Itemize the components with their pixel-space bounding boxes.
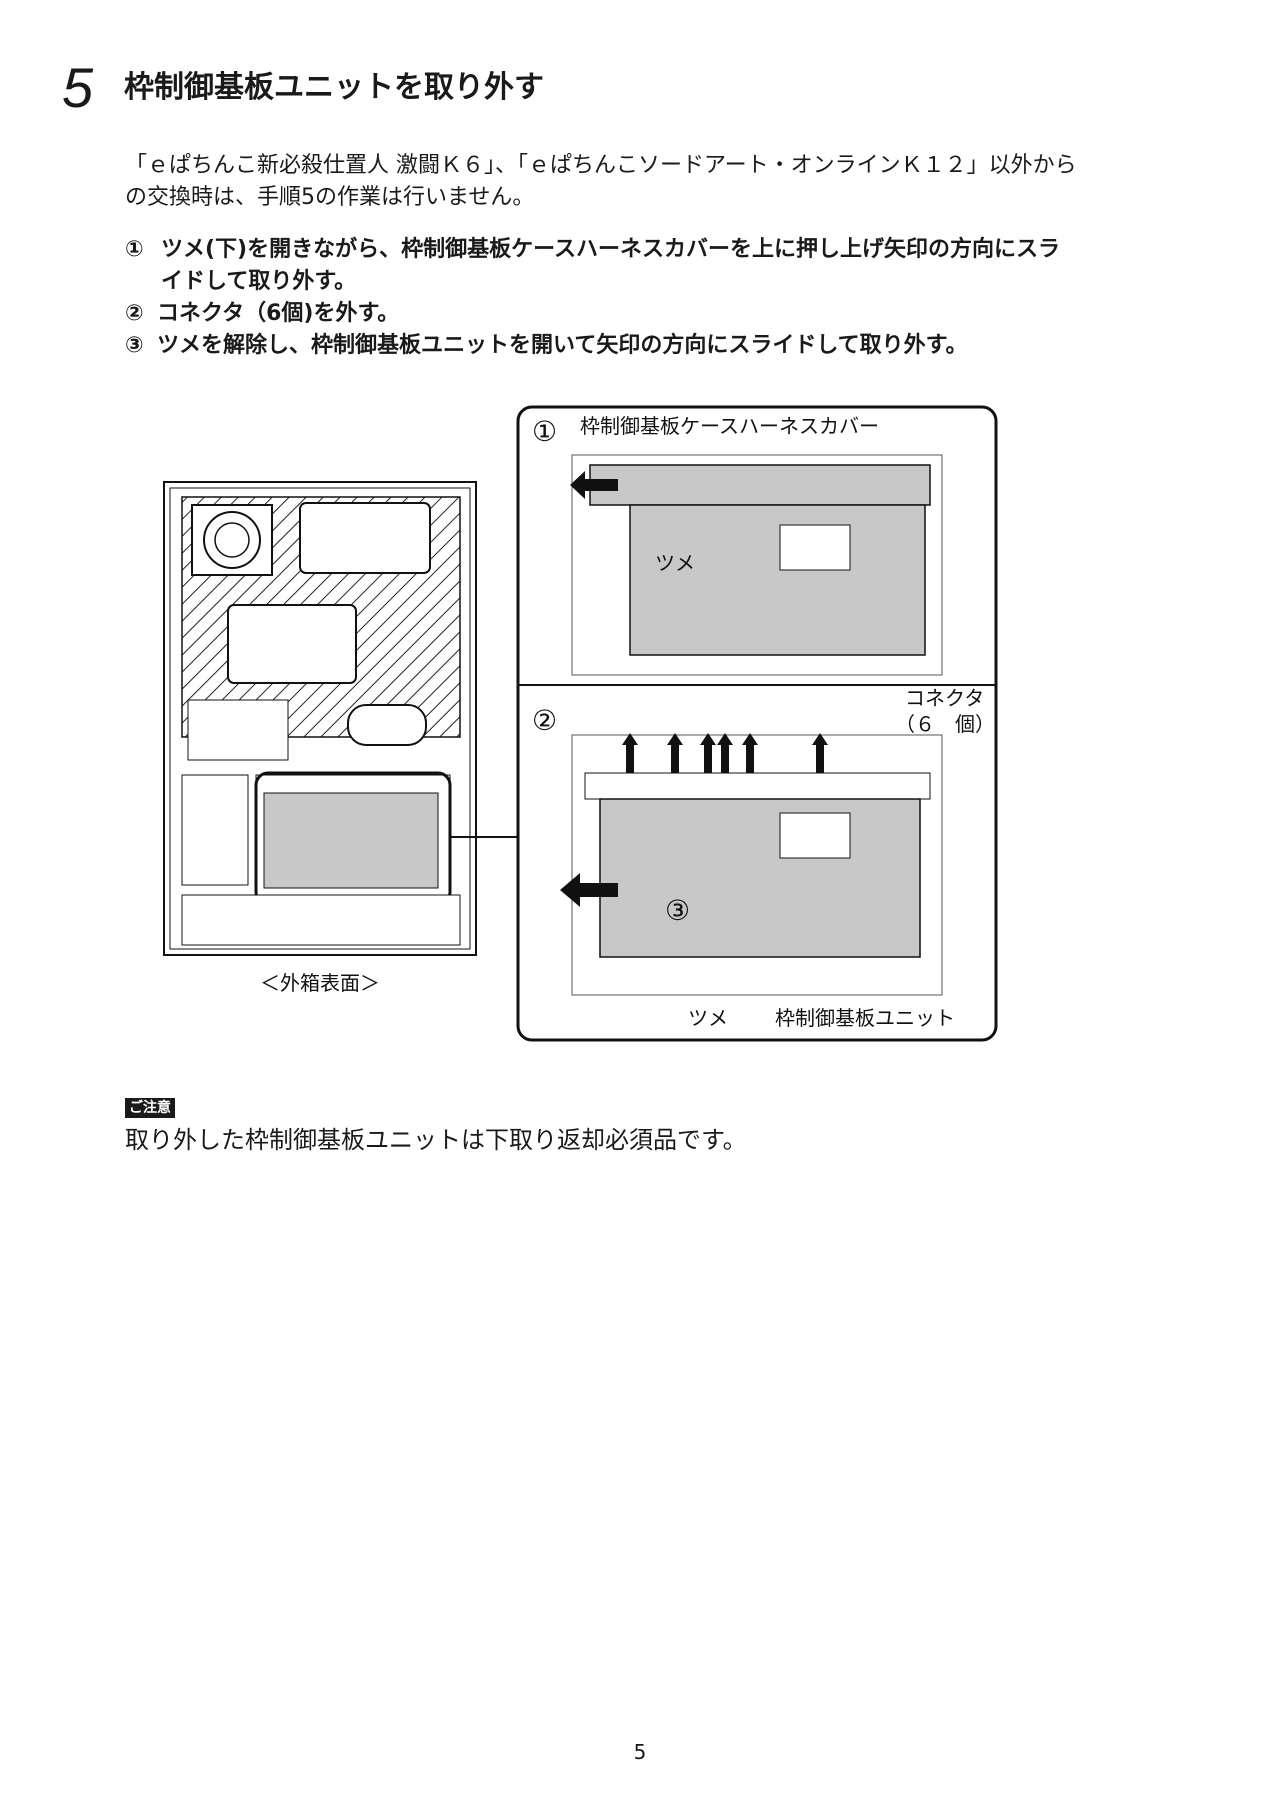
step-title: 枠制御基板ユニットを取り外す <box>124 70 544 105</box>
caution-text: 取り外した枠制御基板ユニットは下取り返却必須品です。 <box>125 1126 747 1154</box>
removal-illustration: ＜外箱表面＞ ① 枠制御基板ケースハーネスカバー ツメ ② コネクタ （６ 個）… <box>163 405 998 1042</box>
slide-arrow-left-icon <box>570 471 618 499</box>
page-number: 5 <box>633 1740 647 1764</box>
connector-arrows <box>622 733 828 773</box>
harness-cover <box>589 464 931 506</box>
step-text-3: ツメを解除し、枠制御基板ユニットを開いて矢印の方向にスライドして取り外す。 <box>157 333 968 358</box>
exchange-note: 「ｅぱちんこ新必殺仕置人 激闘Ｋ６」、「ｅぱちんこソードアート・オンラインＫ１２… <box>125 150 1225 214</box>
note-line-1: 「ｅぱちんこ新必殺仕置人 激闘Ｋ６」、「ｅぱちんこソードアート・オンラインＫ１２… <box>125 153 1077 178</box>
step-item-2: ② コネクタ（6個)を外す。 <box>125 298 1235 330</box>
outer-box-caption: ＜外箱表面＞ <box>260 971 380 995</box>
detail-panel: ① 枠制御基板ケースハーネスカバー ツメ ② コネクタ （６ 個） ③ ツメ 枠… <box>516 405 998 1042</box>
note-line-2: の交換時は、手順5の作業は行いません。 <box>125 185 535 210</box>
connector-count: （６ 個） <box>895 712 995 736</box>
step-item-3: ③ ツメを解除し、枠制御基板ユニットを開いて矢印の方向にスライドして取り外す。 <box>125 330 1235 362</box>
panel1-tab-label: ツメ <box>655 551 695 575</box>
step-marker-1: ① <box>125 237 144 262</box>
panel2-tab-label: ツメ <box>688 1006 728 1030</box>
step-marker-3: ③ <box>125 333 144 358</box>
control-board-unit <box>599 798 921 958</box>
slide-arrow-left-icon <box>560 873 618 907</box>
panel2-marker: ② <box>532 704 557 737</box>
panel1-marker: ① <box>532 415 557 448</box>
panel2-step3-marker: ③ <box>665 894 690 927</box>
step-text-1a: ツメ(下)を開きながら、枠制御基板ケースハーネスカバーを上に押し上げ矢印の方向に… <box>161 237 1061 262</box>
procedure-steps: ① ツメ(下)を開きながら、枠制御基板ケースハーネスカバーを上に押し上げ矢印の方… <box>125 234 1235 362</box>
step-marker-2: ② <box>125 301 144 326</box>
step-item-1: ① ツメ(下)を開きながら、枠制御基板ケースハーネスカバーを上に押し上げ矢印の方… <box>125 234 1235 298</box>
outer-box-drawing: ＜外箱表面＞ <box>163 481 477 995</box>
step-text-2: コネクタ（6個)を外す。 <box>157 301 400 326</box>
step-number: 5 <box>62 56 94 119</box>
caution-badge: ご注意 <box>125 1098 175 1118</box>
board-unit-label: 枠制御基板ユニット <box>775 1006 955 1030</box>
harness-cover-label: 枠制御基板ケースハーネスカバー <box>580 414 879 438</box>
step-text-1b: イドして取り外す。 <box>161 269 357 294</box>
connector-label: コネクタ <box>905 686 984 710</box>
